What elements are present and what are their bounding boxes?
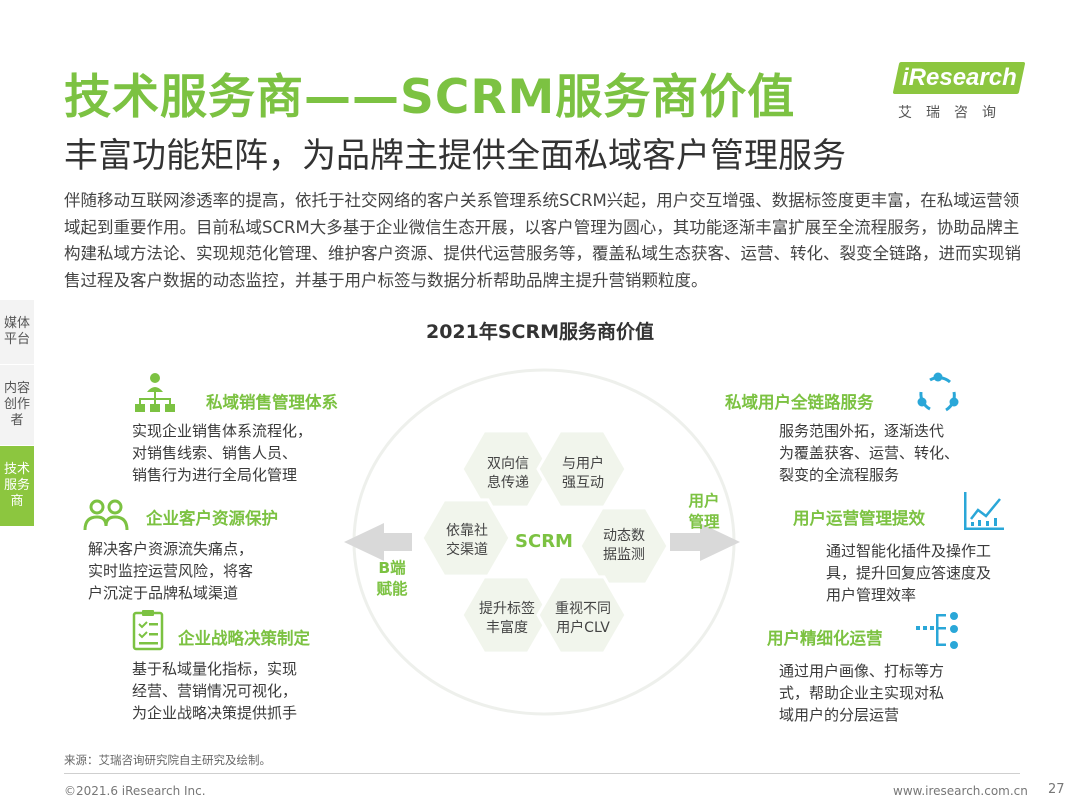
feature-strategy-decision-desc: 基于私域量化指标，实现 经营、营销情况可视化， 为企业战略决策提供抓手: [132, 660, 298, 722]
feature-title: 企业战略决策制定: [178, 629, 310, 648]
hexagon-6: [536, 575, 628, 655]
intro-paragraph: 伴随移动互联网渗透率的提高，依托于社交网络的客户关系管理系统SCRM兴起，用户交…: [64, 191, 1021, 290]
checklist-icon: [132, 610, 164, 651]
diagram-title: 2021年SCRM服务商价值: [425, 321, 655, 343]
hex-label-tag-richness: 提升标签丰富度: [479, 601, 535, 636]
page-title: 技术服务商——SCRM服务商价值: [64, 70, 796, 125]
feature-title: 用户运营管理提效: [793, 509, 925, 528]
copyright: ©2021.6 iResearch Inc.: [64, 784, 206, 798]
feature-full-chain-service-desc: 服务范围外拓，逐渐迭代 为覆盖获客、运营、转化、 裂变的全流程服务: [779, 422, 960, 484]
logo-brand-text: iResearch: [902, 64, 1017, 91]
hexagon-4: [578, 506, 670, 586]
side-tab-label: 媒体平台: [3, 316, 30, 347]
feature-title: 企业客户资源保护: [146, 509, 278, 528]
side-tab-creators[interactable]: 内容创作者: [0, 365, 34, 446]
center-scrm-label: SCRM: [515, 531, 573, 552]
website-link[interactable]: www.iresearch.com.cn: [893, 784, 1028, 798]
hexagon-5: [460, 575, 552, 655]
hex-label-social-channel: 依靠社交渠道: [446, 523, 488, 558]
feature-refined-operation-desc: 通过用户画像、打标等方 式，帮助企业主实现对私 域用户的分层运营: [779, 662, 945, 724]
hex-label-user-clv: 重视不同用户CLV: [555, 601, 611, 636]
logo-cn-text: 艾瑞咨询: [898, 105, 1010, 121]
page-subtitle: 丰富功能矩阵，为品牌主提供全面私域客户管理服务: [64, 136, 846, 176]
feature-operation-efficiency-desc: 通过智能化插件及操作工 具，提升回复应答速度及 用户管理效率: [826, 542, 992, 604]
feature-operation-efficiency: 用户运营管理提效: [793, 505, 925, 529]
hex-label-user-interaction: 与用户强互动: [562, 456, 604, 491]
feature-customer-protection-desc: 解决客户资源流失痛点， 实时监控运营风险，将客 户沉淀于品牌私域渠道: [88, 540, 254, 602]
feature-title: 用户精细化运营: [767, 629, 883, 648]
line-chart-icon: [964, 492, 1004, 530]
page-number: 27: [1048, 782, 1065, 797]
right-arrow-label: 用户管理: [688, 492, 720, 531]
feature-strategy-decision: 企业战略决策制定: [178, 625, 310, 649]
hex-label-data-monitoring: 动态数据监测: [603, 528, 645, 563]
side-tab-media[interactable]: 媒体平台: [0, 300, 34, 365]
feature-title: 私域用户全链路服务: [725, 393, 874, 412]
feature-customer-protection: 企业客户资源保护: [146, 505, 278, 529]
cycle-icon: [917, 372, 959, 412]
side-nav: 媒体平台 内容创作者 技术服务商: [0, 300, 34, 527]
right-arrow: [670, 523, 740, 561]
left-arrow-label: B端赋能: [376, 559, 408, 598]
feature-sales-management: 私域销售管理体系: [206, 389, 338, 413]
center-hexagon: [506, 509, 582, 575]
feature-full-chain-service: 私域用户全链路服务: [725, 389, 874, 413]
feature-refined-operation: 用户精细化运营: [767, 625, 883, 649]
users-icon: [83, 499, 129, 531]
hexagon-1: [460, 429, 552, 509]
segmentation-icon: [916, 612, 958, 649]
footer-divider: [64, 773, 1020, 774]
hex-label-two-way-info: 双向信息传递: [487, 456, 529, 491]
left-arrow: [344, 523, 412, 561]
hexagon-cluster: [420, 429, 670, 655]
side-tab-label: 内容创作者: [3, 381, 30, 428]
org-chart-icon: [135, 373, 175, 412]
source-note: 来源：艾瑞咨询研究院自主研究及绘制。: [64, 753, 271, 767]
iresearch-logo: iResearch 艾瑞咨询: [892, 62, 1026, 122]
feature-title: 私域销售管理体系: [206, 393, 338, 412]
side-tab-tech-providers[interactable]: 技术服务商: [0, 446, 34, 527]
feature-sales-management-desc: 实现企业销售体系流程化， 对销售线索、销售人员、 销售行为进行全局化管理: [132, 422, 313, 484]
side-tab-label: 技术服务商: [3, 462, 30, 509]
